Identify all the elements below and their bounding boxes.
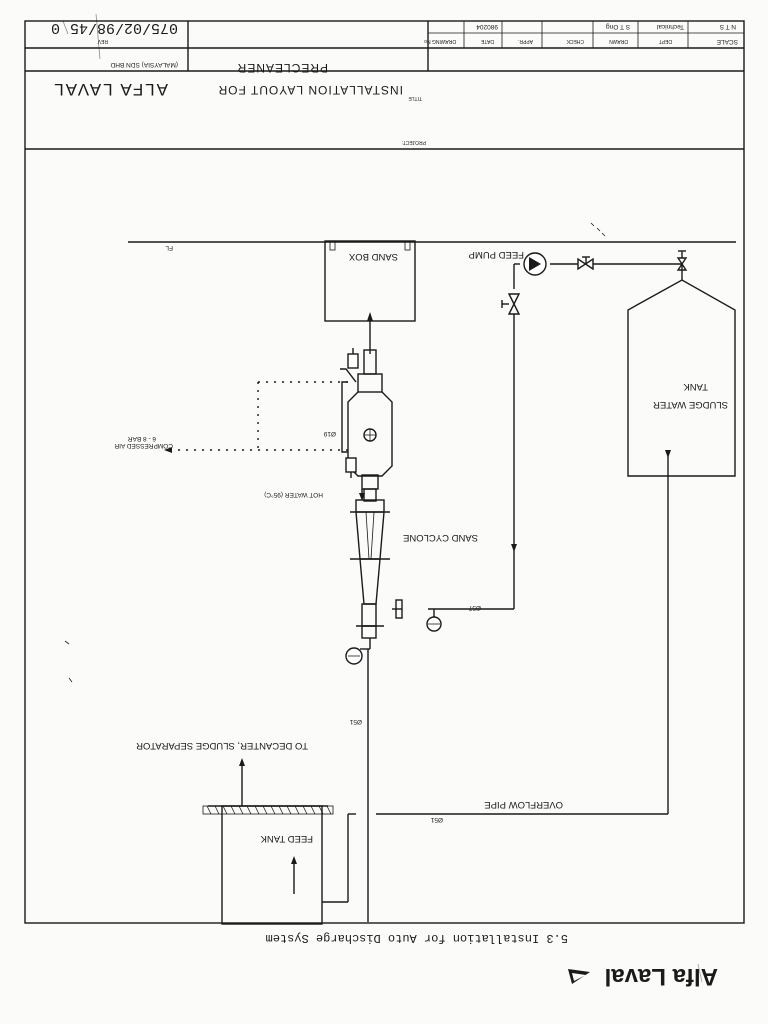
value-drawing-no: 075/02/98/45 xyxy=(70,19,178,36)
compressed-air-line xyxy=(164,381,348,453)
dash-marks xyxy=(64,222,606,683)
alfa-laval-logo-text: Alfa Laval xyxy=(605,963,718,990)
title-line-2: PRECLEANER xyxy=(237,61,328,75)
cyclone-feed-nozzle xyxy=(392,599,403,619)
to-decanter-arrow xyxy=(239,758,245,806)
value-drawn: S T Ong xyxy=(606,23,630,30)
header-appr: APPR. xyxy=(518,38,533,44)
diameter-19-label: Ø19 xyxy=(323,430,336,437)
sample-valve-icon xyxy=(426,609,442,632)
feed-tank-suction xyxy=(291,856,297,894)
diameter-51-overflow-label: Ø51 xyxy=(430,816,443,823)
page-caption: 5.3 Installation for Auto Discharge Syst… xyxy=(266,931,568,945)
feed-pump-icon xyxy=(523,252,547,276)
header-date: DATE xyxy=(480,38,494,44)
compressed-air-label: COMPRESSED AIR xyxy=(114,442,173,449)
hot-water-label: HOT WATER (95°C) xyxy=(264,491,323,499)
sand-box: SAND BOX xyxy=(324,240,416,322)
feed-pump-line xyxy=(428,263,682,610)
sludge-water-tank-label-2: TANK xyxy=(683,381,708,392)
company-name: ALFA LAVAL xyxy=(52,80,168,99)
value-dept: Technical xyxy=(656,23,684,30)
sludge-water-tank: SLUDGE WATER TANK xyxy=(627,264,736,477)
diameter-51-vertical-label: Ø51 xyxy=(349,718,362,725)
drawing-frame xyxy=(24,20,745,924)
header-check: CHECK xyxy=(566,38,584,44)
cyclone-bottom-valve-icon xyxy=(345,457,357,478)
title-label: TITLE xyxy=(408,95,422,101)
sand-cyclone: SAND CYCLONE xyxy=(347,312,478,639)
to-decanter-label: TO DECANTER, SLUDGE SEPARATOR xyxy=(136,740,308,751)
floor-level-label: FL xyxy=(165,244,173,251)
header-drawing-no: DRAWING No xyxy=(424,38,456,44)
alfa-laval-logo-icon xyxy=(568,969,590,984)
scan-marks xyxy=(62,13,703,983)
header-rev: REV xyxy=(97,38,108,44)
side-stand-pipe xyxy=(340,368,357,453)
header-drawn: DRAWN xyxy=(609,38,628,44)
title-block: SCALE DEPT DRAWN CHECK APPR. DATE DRAWIN… xyxy=(25,19,744,150)
alfa-laval-logo: Alfa Laval xyxy=(568,963,718,990)
diameter-57-label: Ø57 xyxy=(468,604,481,611)
header-scale: SCALE xyxy=(716,38,738,45)
cyclone-drain-valve-icon xyxy=(345,638,371,665)
tank-top-valve-icon xyxy=(676,250,688,271)
compressed-air-pressure-label: 6 - 8 BAR xyxy=(128,435,156,442)
feed-tank: FEED TANK xyxy=(202,805,334,925)
project-label: PROJECT: xyxy=(402,139,426,145)
cyclone-top-valve-icon xyxy=(347,348,359,369)
title-line-1: INSTALLATION LAYOUT FOR xyxy=(218,83,403,97)
sand-cyclone-label: SAND CYCLONE xyxy=(403,532,478,543)
feed-tank-label: FEED TANK xyxy=(260,833,313,844)
sand-box-label: SAND BOX xyxy=(348,251,398,262)
overflow-pipe-label: OVERFLOW PIPE xyxy=(484,799,563,810)
value-scale: N T S xyxy=(719,23,736,30)
sludge-water-tank-label-1: SLUDGE WATER xyxy=(653,399,728,410)
company-subname: (MALAYSIA) SDN BHD xyxy=(110,61,178,68)
hot-water-line xyxy=(359,489,365,501)
overflow-pipe xyxy=(322,450,671,903)
gate-valve-icon xyxy=(501,293,521,315)
header-dept: DEPT xyxy=(659,38,672,44)
check-valve-icon xyxy=(577,256,594,271)
value-rev: 0 xyxy=(51,19,60,36)
feed-pump-label: FEED PUMP xyxy=(469,249,524,260)
value-date: 980204 xyxy=(476,23,498,30)
